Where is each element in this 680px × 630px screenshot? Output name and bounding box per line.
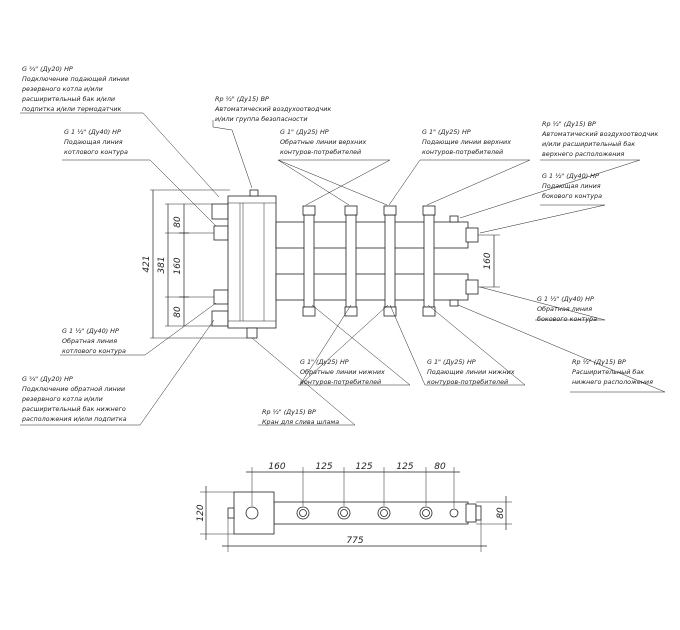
outlet-upper-4 <box>422 205 436 216</box>
callout-upper-supplies: G 1" (Ду25) НР Подающие линии верхних ко… <box>422 128 513 156</box>
callout-top-air-vent: Rp ½" (Ду15) ВР Автоматический воздухоот… <box>214 95 333 123</box>
callout-side-supply: G 1 ½" (Ду40) НР Подающая линия бокового… <box>542 172 603 200</box>
dim-plan-160: 160 <box>268 462 285 472</box>
front-view <box>211 189 479 339</box>
port-top-right <box>449 215 459 223</box>
plan-dimensions: 160 125 125 125 80 775 120 80 <box>196 462 512 552</box>
callout-boiler-supply: G 1 ½" (Ду40) НР Подающая линия котловог… <box>64 128 128 156</box>
callout-reserve-supply: G ¾" (Ду20) НР Подключение подающей лини… <box>21 65 131 113</box>
plan-port-3-inner <box>380 509 388 517</box>
stub-left-top-small <box>211 203 229 220</box>
callout-lower-supplies: G 1" (Ду25) НР Подающие линии нижних кон… <box>427 358 517 386</box>
dim-plan-80-right: 80 <box>496 507 506 519</box>
dim-80-top: 80 <box>173 216 183 228</box>
drain-port-bottom <box>246 327 258 339</box>
dim-plan-125-b: 125 <box>355 462 372 472</box>
dim-160-left: 160 <box>173 257 183 274</box>
collector-tube-2 <box>345 214 357 308</box>
callout-boiler-return: G 1 ½" (Ду40) НР Обратная линия котловог… <box>62 327 126 355</box>
plan-vent-circle <box>245 506 259 520</box>
separator-body <box>227 195 277 329</box>
callout-reserve-return: G ¾" (Ду20) НР Подключение обратной лини… <box>21 375 128 423</box>
callouts: G ¾" (Ду20) НР Подключение подающей лини… <box>21 65 660 426</box>
plan-right-cap <box>465 503 477 523</box>
stub-right-return <box>465 279 479 295</box>
callout-top-right-air-vent: Rp ½" (Ду15) ВР Автоматический воздухоот… <box>541 120 660 158</box>
stub-left-bottom-small <box>211 310 229 327</box>
dim-160-right: 160 <box>483 252 493 269</box>
callout-side-return: G 1 ½" (Ду40) НР Обратная линия бокового… <box>537 295 597 323</box>
stub-left-return <box>213 289 229 305</box>
outlet-lower-1 <box>302 306 316 317</box>
dim-421: 421 <box>142 255 152 272</box>
stub-left-supply <box>213 225 229 241</box>
plan-right-stub <box>475 505 482 521</box>
port-bottom-right <box>449 299 459 307</box>
plan-port-1-inner <box>299 509 307 517</box>
front-dimensions: 80 160 80 381 421 160 <box>142 189 500 339</box>
collector-tube-3 <box>384 214 396 308</box>
plan-view <box>227 491 482 535</box>
outlet-lower-2 <box>344 306 358 317</box>
dim-plan-125-c: 125 <box>396 462 413 472</box>
dim-80-bottom: 80 <box>173 306 183 318</box>
outlet-upper-1 <box>302 205 316 216</box>
callout-upper-returns: G 1" (Ду25) НР Обратные линии верхних ко… <box>280 128 368 156</box>
dim-plan-775: 775 <box>346 536 363 546</box>
callout-lower-returns: G 1" (Ду25) НР Обратные линии нижних кон… <box>300 358 387 386</box>
dim-plan-120: 120 <box>196 504 206 521</box>
leader-lines <box>20 112 666 426</box>
dim-plan-125-a: 125 <box>315 462 332 472</box>
dim-plan-80: 80 <box>434 462 446 472</box>
stub-right-supply <box>465 227 479 243</box>
callout-bottom-expansion: Rp ½" (Ду15) ВР Расширительный бак нижне… <box>572 358 653 386</box>
collector-tube-4 <box>423 214 435 308</box>
outlet-upper-3 <box>383 205 397 216</box>
plan-port-2-inner <box>340 509 348 517</box>
dim-381: 381 <box>157 256 167 273</box>
plan-port-4-inner <box>422 509 430 517</box>
collector-tube-1 <box>303 214 315 308</box>
outlet-lower-3 <box>383 306 397 317</box>
plan-port-5 <box>449 508 459 518</box>
outlet-lower-4 <box>422 306 436 317</box>
callout-drain-valve: Rp ½" (Ду15) ВР Кран для слива шлама <box>262 408 339 426</box>
air-vent-top <box>249 189 259 197</box>
outlet-upper-2 <box>344 205 358 216</box>
plan-left-stub <box>227 507 235 519</box>
